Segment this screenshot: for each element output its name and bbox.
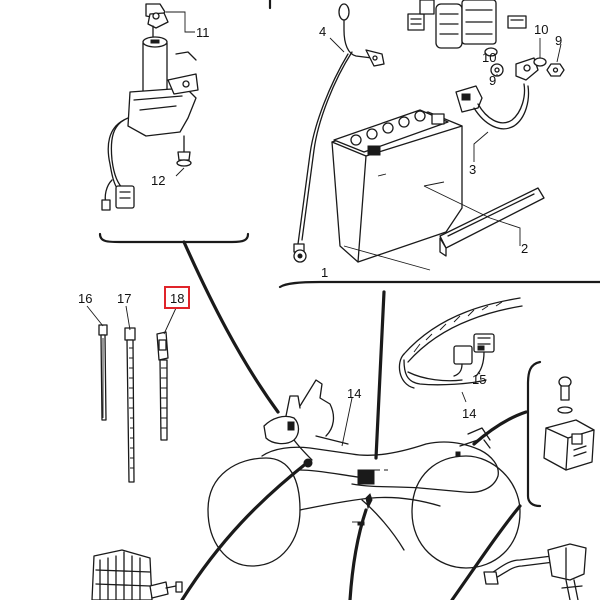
leader-12 xyxy=(175,167,185,177)
cable-tie-16 xyxy=(98,324,108,421)
leader-11 xyxy=(166,11,195,33)
section-bracket-right xyxy=(526,360,542,508)
leader-14-right xyxy=(461,391,467,403)
callout-14-right: 14 xyxy=(462,406,476,421)
callout-16: 16 xyxy=(78,291,92,306)
callout-10-right: 10 xyxy=(534,22,548,37)
leader-2 xyxy=(423,185,521,246)
callout-9-left: 9 xyxy=(489,73,496,88)
leader-14-center xyxy=(341,397,353,447)
leader-1 xyxy=(343,245,431,271)
link-line-bottom xyxy=(348,508,368,600)
leader-17 xyxy=(125,305,131,331)
link-line-battery xyxy=(374,290,386,460)
cable-tie-18 xyxy=(156,331,169,441)
section-bracket-left xyxy=(98,232,250,244)
battery-assembly xyxy=(293,0,565,263)
callout-9-right: 9 xyxy=(555,33,562,48)
section-bracket-battery xyxy=(278,280,600,289)
link-line-ignition xyxy=(182,240,280,414)
ignition-switch-assembly xyxy=(101,3,199,211)
callout-15: 15 xyxy=(472,372,486,387)
link-line-bottom-right xyxy=(450,504,522,600)
cable-tie-17 xyxy=(124,327,136,483)
leader-15 xyxy=(477,371,481,375)
callout-1: 1 xyxy=(321,265,328,280)
leader-18 xyxy=(163,307,177,335)
highlight-box-18 xyxy=(164,286,190,309)
leader-16 xyxy=(86,305,104,327)
leader-4 xyxy=(329,37,345,53)
callout-2: 2 xyxy=(521,241,528,256)
callout-17: 17 xyxy=(117,291,131,306)
motorcycle-outline xyxy=(207,379,521,569)
wire-harness-detail xyxy=(398,297,523,389)
callout-11: 11 xyxy=(196,25,210,40)
leader-9 xyxy=(556,43,562,63)
leader-3 xyxy=(473,131,489,162)
callout-14-center: 14 xyxy=(347,386,361,401)
right-side-parts xyxy=(483,376,595,600)
link-line-right xyxy=(472,410,528,446)
callout-12: 12 xyxy=(151,173,165,188)
callout-10-left: 10 xyxy=(482,50,496,65)
link-line-regulator xyxy=(180,460,310,600)
regulator-rectifier xyxy=(91,549,183,600)
callout-3: 3 xyxy=(469,162,476,177)
callout-18: 18 xyxy=(170,291,184,306)
callout-4: 4 xyxy=(319,24,326,39)
